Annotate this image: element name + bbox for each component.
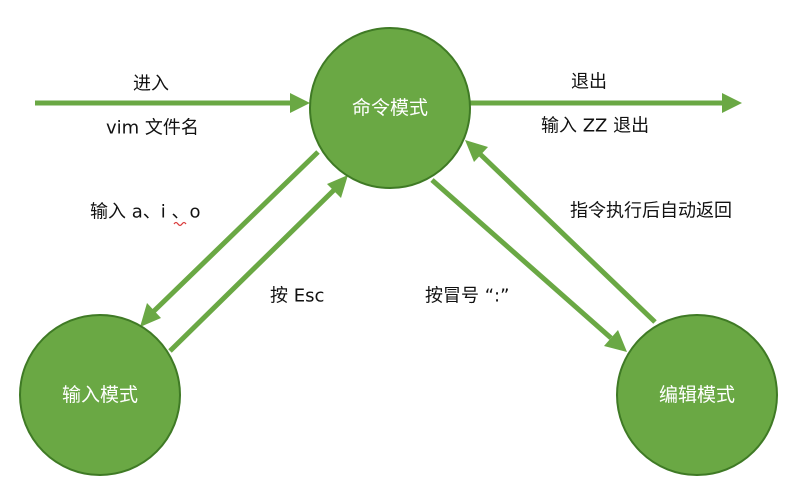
edge-exit <box>470 93 742 113</box>
arrowhead-insert-to-command-icon <box>327 175 348 198</box>
node-edit-mode: 编辑模式 <box>616 314 778 476</box>
arrowhead-enter-icon <box>290 93 310 113</box>
spellcheck-squiggle <box>173 221 187 227</box>
label-enter-line1: 进入 <box>133 74 169 95</box>
node-insert-mode: 输入模式 <box>19 314 181 476</box>
node-edit-mode-label: 编辑模式 <box>659 384 735 406</box>
node-command-mode: 命令模式 <box>309 27 471 189</box>
node-command-mode-label: 命令模式 <box>352 97 428 119</box>
label-to-command-from-insert: 按 Esc <box>270 286 324 307</box>
arrowhead-exit-icon <box>722 93 742 113</box>
label-to-command-from-edit: 指令执行后自动返回 <box>570 201 732 222</box>
arrowhead-to-insert-icon <box>140 303 161 327</box>
arrowhead-to-edit-icon <box>604 330 627 352</box>
node-insert-mode-label: 输入模式 <box>62 384 138 406</box>
edge-enter <box>35 93 310 113</box>
arrowhead-edit-to-command-icon <box>465 140 488 162</box>
label-exit-line2: 输入 ZZ 退出 <box>541 116 649 137</box>
label-enter-line2: vim 文件名 <box>106 118 199 139</box>
label-to-edit: 按冒号 “:” <box>425 286 509 307</box>
edge-to-insert <box>140 150 320 327</box>
label-exit-line1: 退出 <box>571 72 607 93</box>
label-to-insert: 输入 a、i 、o <box>90 202 201 223</box>
edge-to-edit <box>430 178 627 352</box>
edge-edit-to-command <box>465 140 657 324</box>
edge-insert-to-command <box>168 175 348 353</box>
